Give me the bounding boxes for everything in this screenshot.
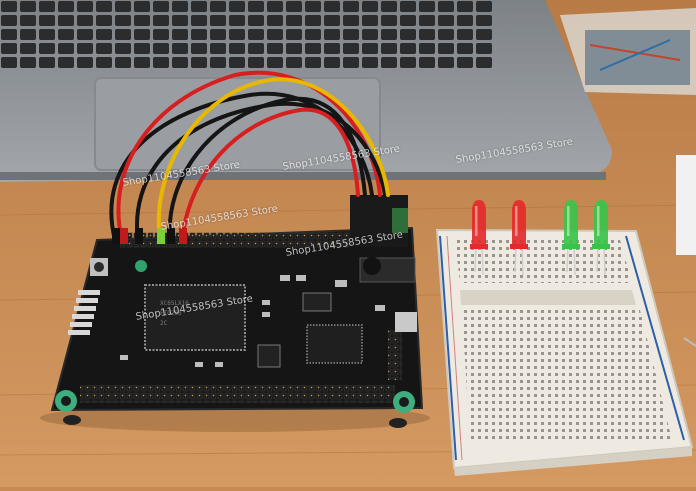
component-bag [560,8,696,95]
breadboard-holes-top [455,240,632,283]
breadboard-center-channel [460,290,636,305]
power-rail-blue-left [439,235,457,461]
ic-chip-1 [306,324,363,364]
board-shadow [40,404,430,432]
led-group [470,200,610,276]
power-rail-red [446,235,463,461]
reset-button-cap [94,262,104,272]
breadboard-holes-bottom [462,310,672,442]
usb-port [395,312,417,332]
jumper-wires [109,70,390,242]
power-rail-blue-right [625,235,685,441]
top-pin-header [120,232,350,248]
ic-chip-3 [302,292,332,312]
fpga-chip-line-2: FTG256 [160,310,182,317]
laptop-front-edge [0,172,606,180]
green-pad [135,260,147,272]
fpga-chip [144,284,246,351]
white-box [676,155,696,255]
led-4 [592,200,610,276]
fpga-chip-line-1: XC6SLX16 [160,300,189,307]
stray-wire [683,337,696,347]
led-2 [510,200,528,276]
laptop-keyboard [0,0,495,70]
fpga-chip-line-3: 2C [160,320,168,327]
wire-plugs [112,228,187,244]
smd-components [120,275,385,367]
side-pin-header [388,330,402,380]
left-connector [68,290,100,335]
breadboard-base [454,447,692,476]
led-1 [470,200,488,276]
ic-chip-2 [257,344,281,368]
bottom-pin-header [80,385,395,403]
led-3 [562,200,580,276]
